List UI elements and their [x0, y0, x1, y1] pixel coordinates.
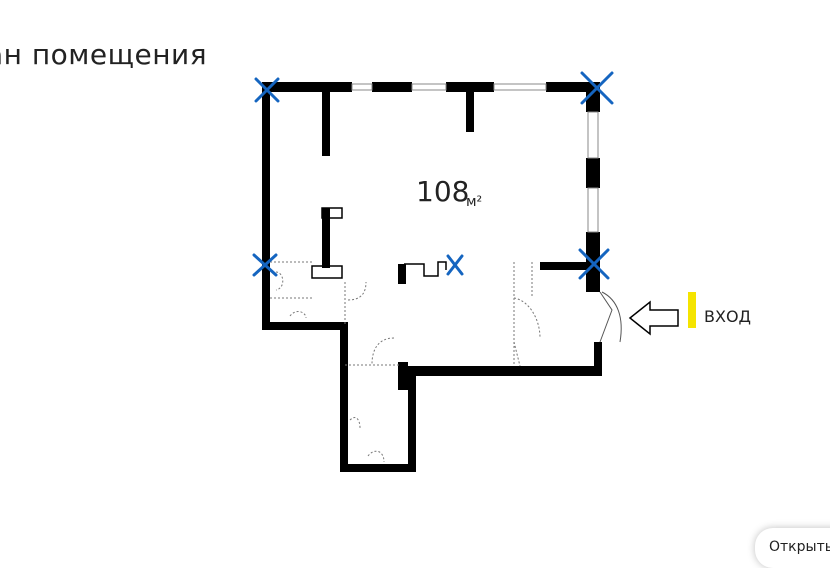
- cross-mark: [578, 248, 610, 280]
- cross-mark: [446, 254, 464, 276]
- floor-plan: 108 м² ВХОД: [252, 71, 751, 472]
- open-button[interactable]: Открыты: [755, 528, 830, 568]
- cross-mark: [254, 77, 280, 103]
- windows: [351, 83, 599, 233]
- entrance-marker: [688, 292, 696, 328]
- dotted-partitions: [270, 261, 541, 463]
- interior-outlines: [311, 207, 447, 279]
- area-value: 108: [416, 175, 469, 208]
- area-unit: м²: [466, 194, 482, 210]
- interior-walls: [322, 88, 596, 390]
- plan-title: ан помещения: [0, 38, 208, 71]
- cross-marks: [252, 71, 614, 280]
- entrance-door: [599, 291, 622, 343]
- entrance-label: ВХОД: [704, 307, 751, 326]
- outer-walls: [262, 82, 602, 472]
- entrance-arrow-icon: [628, 300, 679, 336]
- cross-mark: [252, 253, 278, 277]
- cross-mark: [580, 71, 614, 105]
